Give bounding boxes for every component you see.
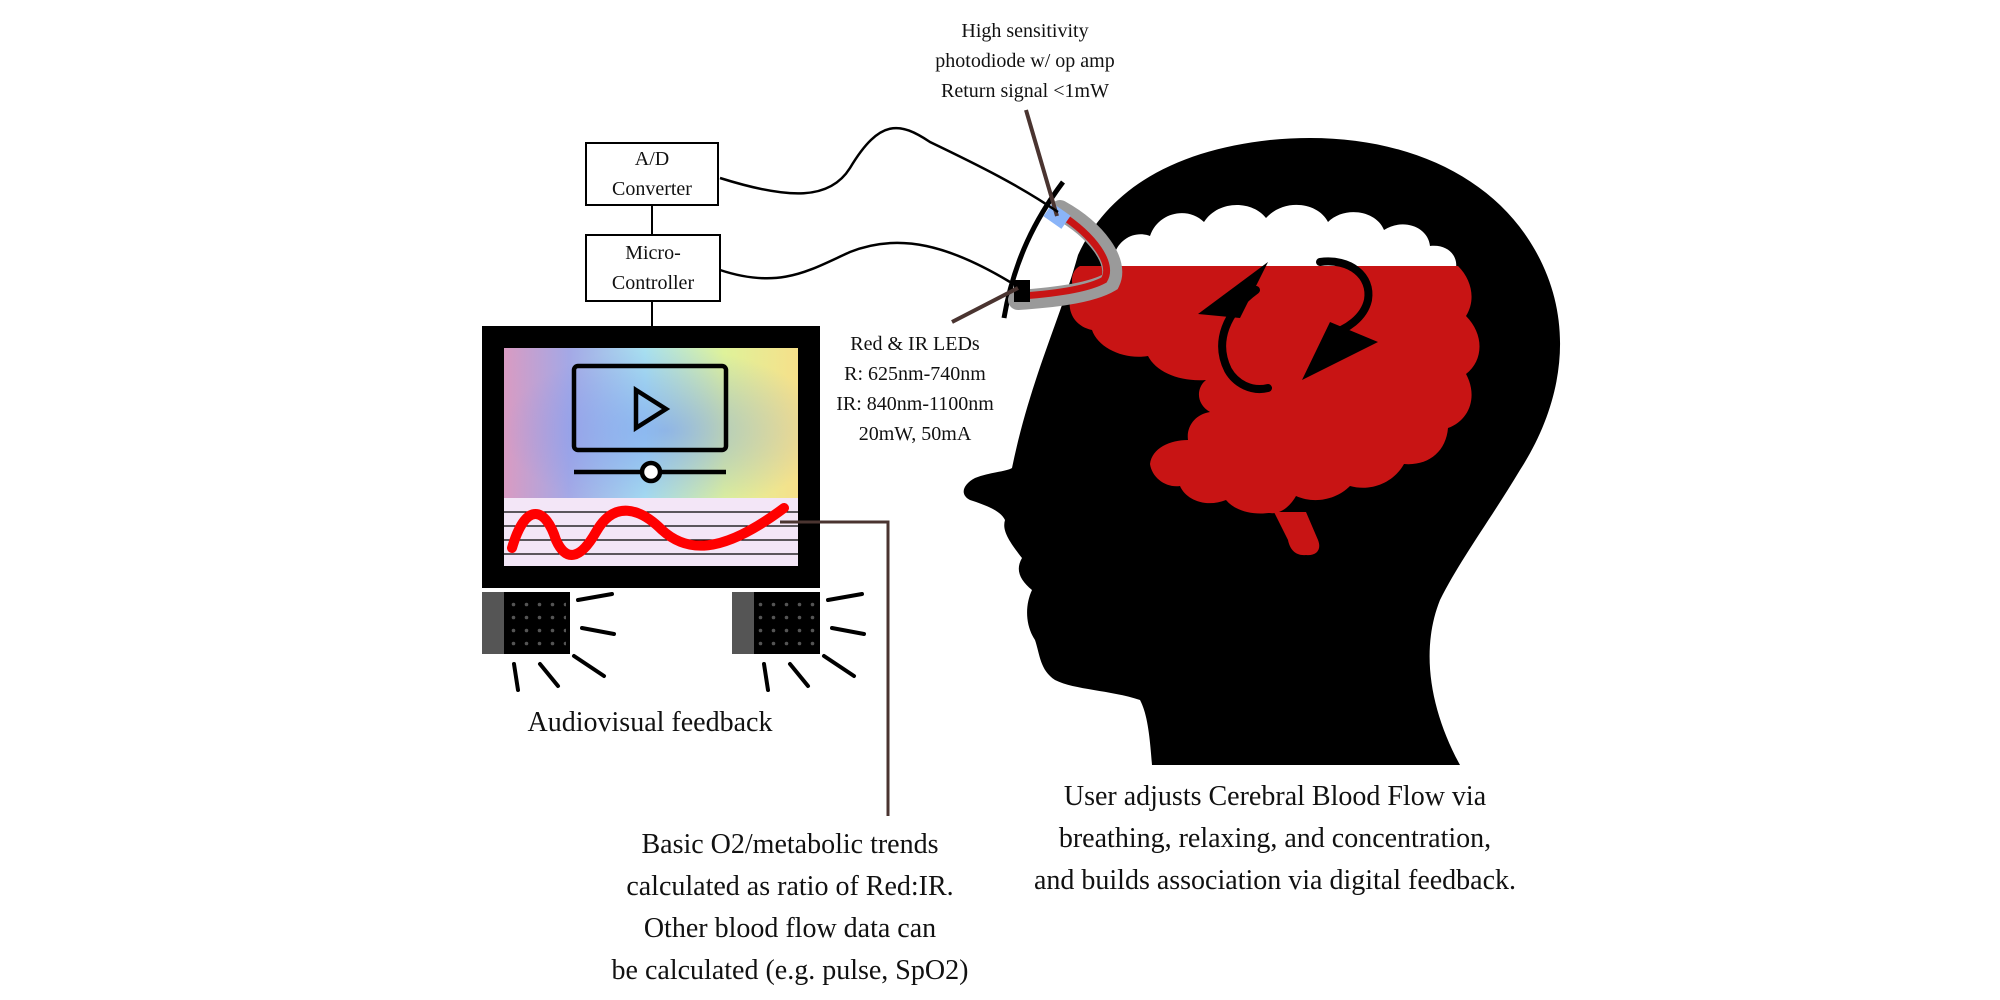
play-screen-icon (571, 363, 729, 484)
ad-converter-line-1: A/D (634, 148, 670, 170)
led-leader (951, 286, 1019, 324)
trends-label: Basic O2/metabolic trends calculated as … (590, 824, 990, 992)
leds-line-3: IR: 840nm-1100nm (836, 393, 994, 415)
audiovisual-label: Audiovisual feedback (527, 707, 773, 738)
user-line-3: and builds association via digital feedb… (1033, 865, 1517, 896)
signal-wave (507, 503, 789, 560)
sensor-band-red (1021, 211, 1111, 300)
arrow-head-left (1198, 262, 1268, 318)
leds-label: Red & IR LEDs R: 625nm-740nm IR: 840nm-1… (815, 329, 1015, 449)
ad-converter-box (585, 142, 719, 206)
photodiode-leader (1024, 109, 1059, 217)
photodiode-label: High sensitivity photodiode w/ op amp Re… (900, 16, 1150, 106)
led-emitter (1014, 280, 1030, 302)
trends-line-3: Other blood flow data can (643, 913, 937, 944)
leds-line-2: R: 625nm-740nm (844, 363, 986, 385)
micro-controller-line-1: Micro- (625, 242, 681, 264)
trends-line-4: be calculated (e.g. pulse, SpO2) (611, 955, 969, 986)
brain (1069, 266, 1480, 556)
user-line-2: breathing, relaxing, and concentration, (1058, 823, 1492, 854)
speaker-left (482, 592, 570, 654)
trend-leader (780, 520, 890, 816)
user-line-1: User adjusts Cerebral Blood Flow via (1063, 781, 1487, 812)
trends-line-1: Basic O2/metabolic trends (641, 829, 939, 860)
sound-lines (512, 592, 866, 692)
photodiode-line-3: Return signal <1mW (941, 80, 1109, 102)
speaker-right (732, 592, 820, 654)
ad-converter-line-2: Converter (612, 178, 692, 200)
trends-line-2: calculated as ratio of Red:IR. (626, 871, 954, 902)
micro-controller-line-2: Controller (611, 272, 695, 294)
skull-gap (1112, 204, 1457, 268)
leds-line-4: 20mW, 50mA (858, 423, 972, 445)
photodiode-line-1: High sensitivity (961, 20, 1089, 42)
leds-line-1: Red & IR LEDs (850, 333, 980, 355)
user-label: User adjusts Cerebral Blood Flow via bre… (1010, 776, 1540, 902)
micro-controller-label: Micro- Controller (586, 235, 720, 301)
sensor-band (1008, 200, 1123, 310)
ad-converter-label: A/D Converter (586, 143, 718, 205)
photodiode-line-2: photodiode w/ op amp (935, 50, 1115, 72)
cable-to-ad-converter (719, 126, 1059, 214)
arrow-head-right (1302, 322, 1378, 380)
sensor-band-shell (1001, 180, 1066, 319)
cable-to-microcontroller (719, 241, 1011, 284)
